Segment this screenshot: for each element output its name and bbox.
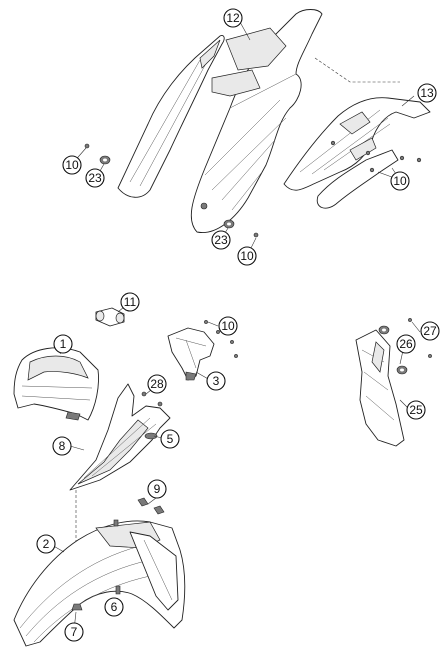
callout-27-label: 27	[423, 324, 437, 338]
callout-1: 1	[53, 334, 73, 354]
callout-2-label: 2	[43, 537, 50, 551]
callout-10-label: 10	[65, 158, 79, 172]
callout-1-label: 1	[60, 337, 67, 351]
callout-23-center: 23	[211, 230, 231, 250]
callout-10-top-right: 10	[390, 171, 410, 191]
side-panel-left-part	[117, 35, 225, 198]
callout-6: 6	[104, 597, 124, 617]
callout-9-label: 9	[154, 482, 161, 496]
relation-line	[314, 57, 400, 83]
headlight-holder-part	[167, 320, 238, 381]
callout-7-label: 7	[71, 625, 78, 639]
callout-13: 13	[417, 83, 437, 103]
callout-12-label: 12	[226, 11, 240, 25]
callout-23-top-left: 23	[85, 168, 105, 188]
callout-25: 25	[406, 400, 426, 420]
callout-2: 2	[36, 534, 56, 554]
tank-cover-part	[190, 9, 323, 233]
callout-26: 26	[396, 334, 416, 354]
screw-hardware	[84, 143, 259, 238]
headlight-bracket-part	[95, 307, 125, 327]
callout-3-label: 3	[213, 374, 220, 388]
callout-8-label: 8	[59, 439, 66, 453]
callout-7: 7	[64, 622, 84, 642]
callout-11-label: 11	[124, 295, 137, 309]
callout-23-label: 23	[214, 233, 228, 247]
callout-12: 12	[223, 8, 243, 28]
callout-10-label: 10	[221, 319, 235, 333]
callout-23-label: 23	[88, 171, 102, 185]
callout-6-label: 6	[111, 600, 118, 614]
callout-13-label: 13	[420, 86, 434, 100]
callout-8: 8	[52, 436, 72, 456]
front-fender-part	[13, 497, 186, 647]
callout-11: 11	[120, 292, 140, 312]
callout-28-label: 28	[150, 377, 164, 391]
callout-5: 5	[160, 429, 180, 449]
callout-10-top-left: 10	[62, 155, 82, 175]
side-number-plate-part	[355, 318, 432, 447]
headlight-mask-part	[13, 347, 99, 421]
callout-3: 3	[206, 371, 226, 391]
rear-side-cover-part	[283, 97, 431, 209]
callout-10-label: 10	[240, 249, 254, 263]
callout-26-label: 26	[399, 337, 413, 351]
front-number-plate-part	[69, 383, 171, 491]
callout-27: 27	[420, 321, 440, 341]
callout-9: 9	[147, 479, 167, 499]
callout-5-label: 5	[167, 432, 174, 446]
callout-10-mid: 10	[218, 316, 238, 336]
callout-25-label: 25	[409, 403, 423, 417]
callout-10-center: 10	[237, 246, 257, 266]
callout-10-label: 10	[393, 174, 407, 188]
callout-28: 28	[147, 374, 167, 394]
